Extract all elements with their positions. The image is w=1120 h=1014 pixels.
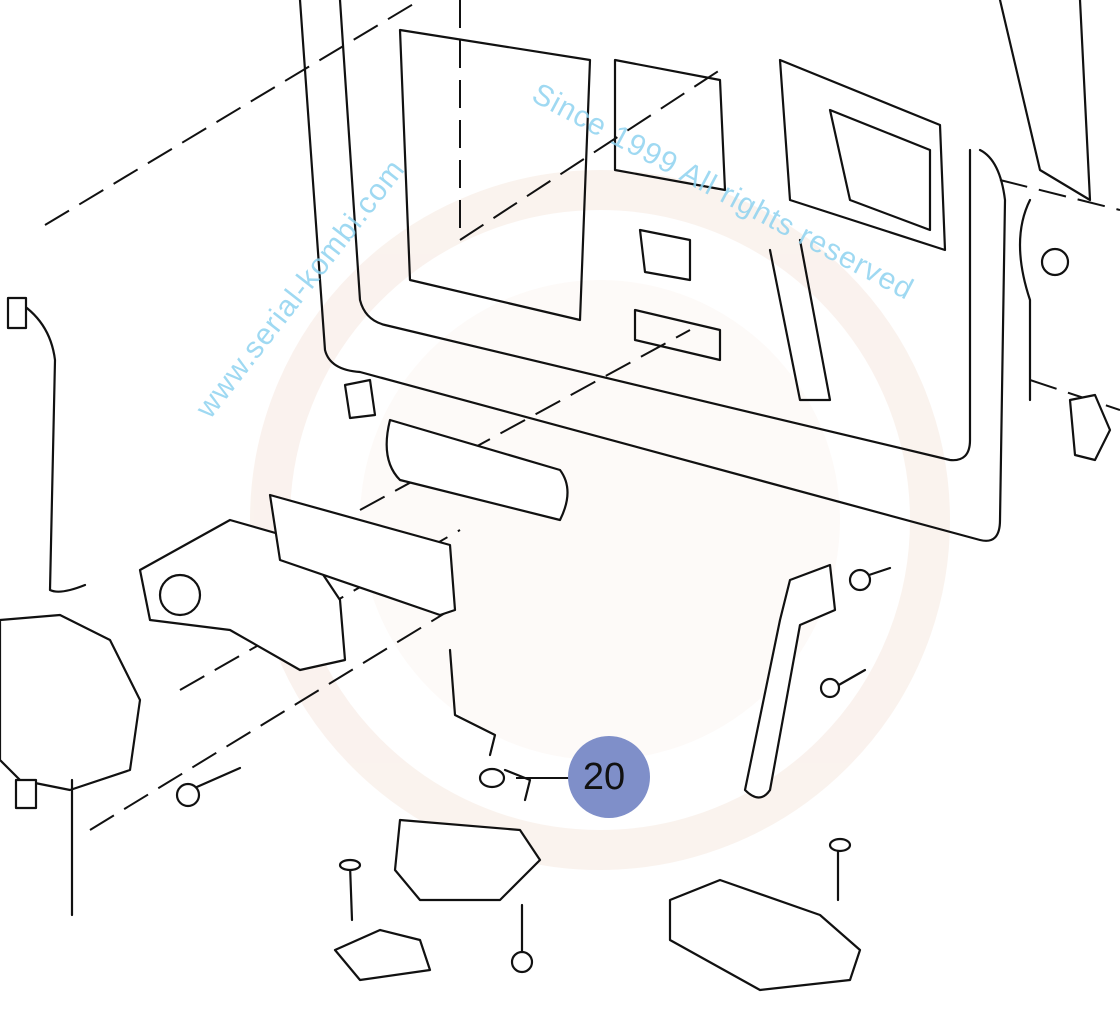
watermark-emblem [250,170,950,870]
callout-label: 20 [582,755,626,798]
door-check-strap [743,563,837,799]
hinge-bracket [333,928,432,982]
rod-clip [478,767,506,789]
part-callout-20[interactable]: 20 [568,736,650,818]
lock-mechanism [0,613,142,792]
cable-clip [6,296,28,330]
exterior-handle [385,418,569,522]
door-panel [298,0,1092,542]
lock-clip [14,778,38,810]
door-striker [1068,393,1112,462]
callout-leader-line [516,777,570,779]
screws [175,247,1070,974]
handle-clip [343,378,377,420]
latch-bracket [393,818,542,902]
lower-lock [668,878,862,992]
link-rod [448,648,497,757]
gasket [268,493,457,617]
cable-rod [13,298,87,593]
